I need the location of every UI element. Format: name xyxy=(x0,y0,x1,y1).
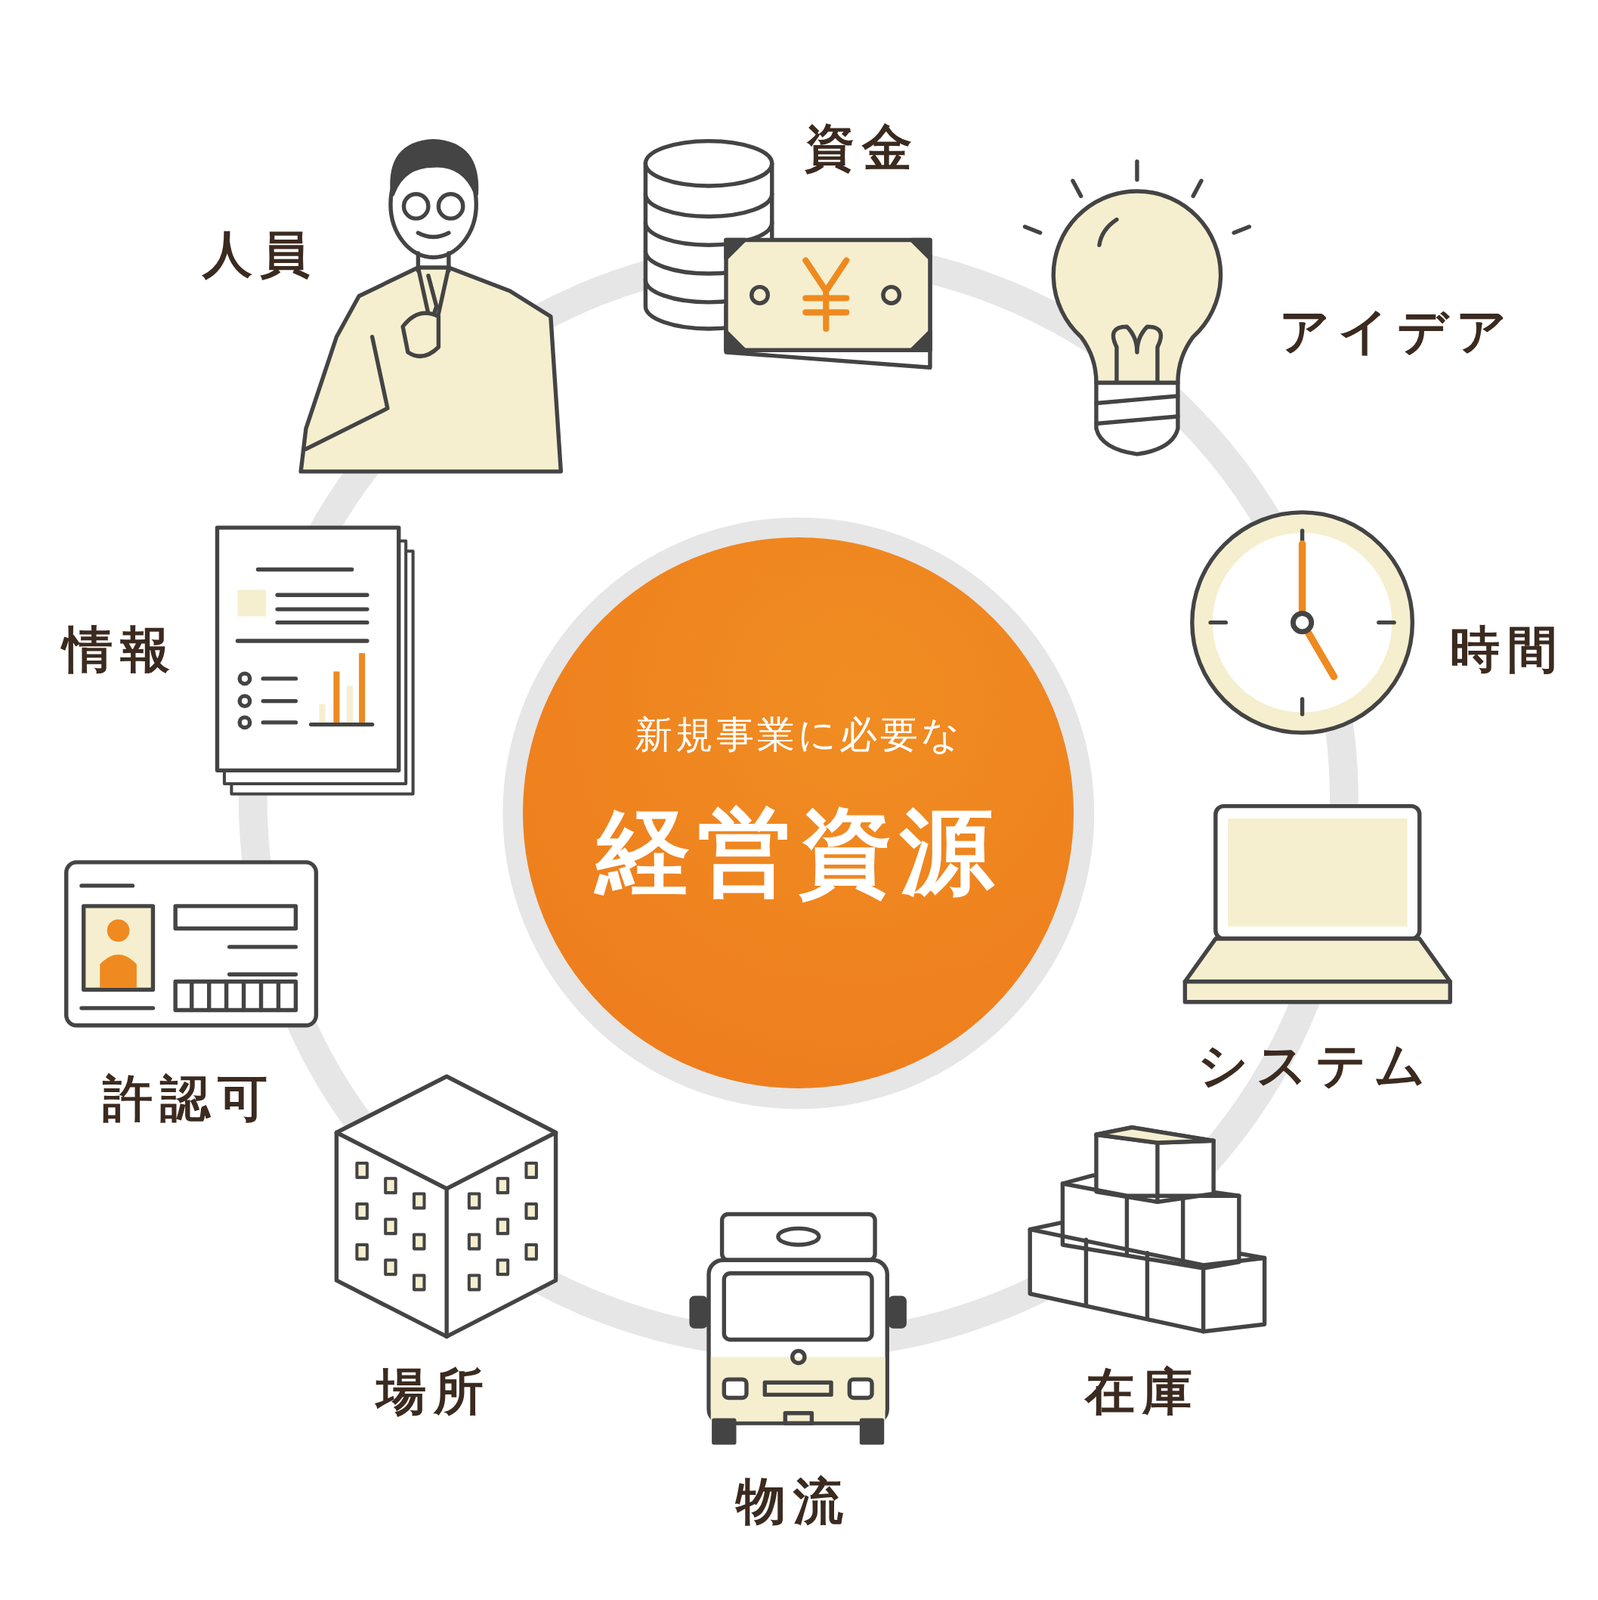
resource-label: 在庫 xyxy=(1084,1364,1200,1420)
resource-label: 時間 xyxy=(1449,621,1565,677)
subtitle-text: 新規事業に必要な xyxy=(634,709,963,761)
resource-label: 許認可 xyxy=(102,1070,276,1126)
resource-label: 物流 xyxy=(735,1473,851,1529)
resource-label: システム xyxy=(1197,1038,1434,1094)
main-text: 経営資源 xyxy=(596,790,1002,917)
resource-label: 場所 xyxy=(376,1364,492,1420)
resource-label: 情報 xyxy=(62,621,178,677)
center-circle: 新規事業に必要な経営資源 xyxy=(522,537,1074,1088)
resource-label: アイデア xyxy=(1279,303,1515,359)
resource-label: 人員 xyxy=(202,227,318,283)
resource-label: 資金 xyxy=(804,120,920,176)
